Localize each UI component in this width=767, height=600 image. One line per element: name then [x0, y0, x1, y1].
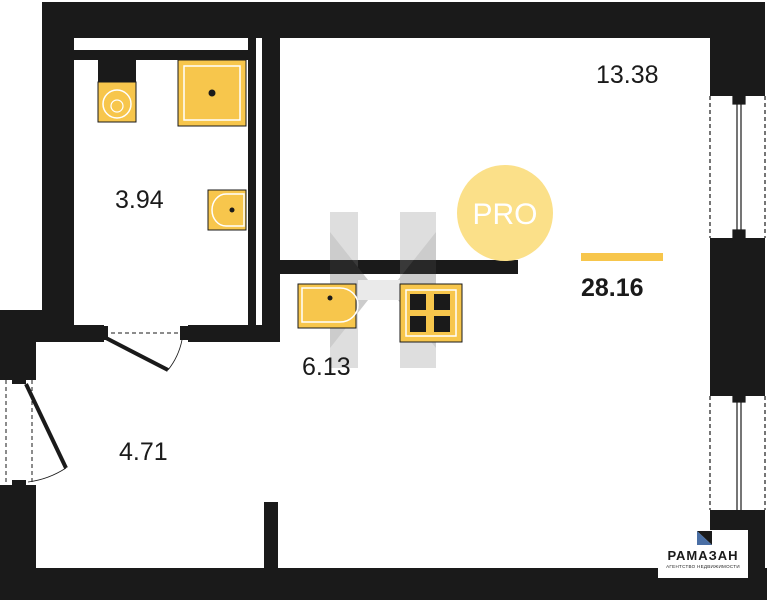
window-upper — [709, 93, 766, 241]
living-room-area-label: 13.38 — [596, 61, 659, 89]
shower-tray-icon — [177, 59, 247, 127]
bathroom-door — [100, 326, 188, 372]
brand-logo: РАМАЗАН АГЕНТСТВО НЕДВИЖИМОСТИ — [658, 530, 748, 578]
toilet-icon — [97, 60, 137, 123]
stove-icon — [399, 283, 463, 343]
brand-tagline: АГЕНТСТВО НЕДВИЖИМОСТИ — [666, 564, 740, 569]
kitchen-sink-icon — [297, 283, 359, 329]
brand-name: РАМАЗАН — [667, 548, 738, 563]
pro-badge: PRO — [457, 165, 553, 261]
total-area-label: 28.16 — [581, 274, 644, 302]
pro-badge-label: PRO — [472, 198, 537, 231]
total-area-accent-bar — [581, 253, 663, 261]
bathroom-area-label: 3.94 — [115, 186, 164, 214]
entrance-door — [0, 376, 68, 488]
hallway-area-label: 4.71 — [119, 438, 168, 466]
kitchen-area-label: 6.13 — [302, 353, 351, 381]
bathroom-sink-icon — [207, 189, 247, 231]
window-lower — [709, 391, 766, 510]
